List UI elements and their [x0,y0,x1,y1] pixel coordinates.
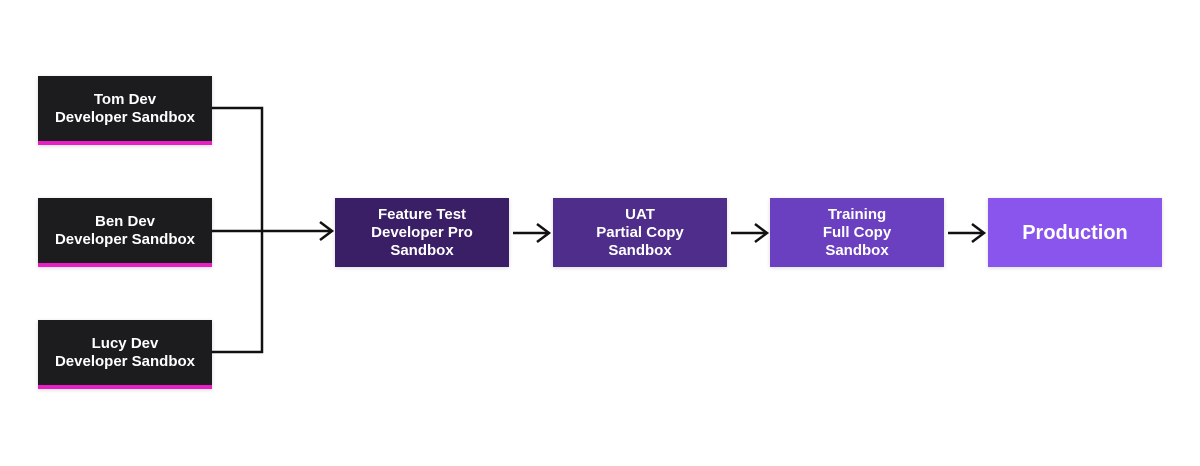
dev-sandbox-type: Developer Sandbox [54,230,196,248]
dev-name: Ben Dev [94,212,156,230]
stage-production: Production [988,198,1162,267]
dev-box-ben: Ben Dev Developer Sandbox [38,198,212,267]
arrowhead-training [754,223,770,243]
stage-sandbox-type: Partial Copy [596,223,684,241]
arrowhead-uat [536,223,552,243]
stage-sandbox-type: Developer Pro [371,223,473,241]
arrowhead-production [971,223,987,243]
stage-title: UAT [625,205,655,223]
dev-box-lucy: Lucy Dev Developer Sandbox [38,320,212,389]
dev-name: Lucy Dev [91,334,159,352]
stage-sandbox-label: Sandbox [825,241,889,259]
stage-training: Training Full Copy Sandbox [770,198,944,267]
stage-uat: UAT Partial Copy Sandbox [553,198,727,267]
stage-feature-test: Feature Test Developer Pro Sandbox [335,198,509,267]
stage-sandbox-type: Full Copy [822,223,892,241]
stage-sandbox-label: Sandbox [390,241,454,259]
arrowhead-feature [319,221,335,241]
stage-sandbox-label: Sandbox [608,241,672,259]
dev-box-tom: Tom Dev Developer Sandbox [38,76,212,145]
stage-title: Feature Test [377,205,467,223]
stage-title: Production [1022,221,1128,244]
dev-name: Tom Dev [93,90,157,108]
dev-sandbox-type: Developer Sandbox [54,352,196,370]
stage-title: Training [827,205,887,223]
dev-sandbox-type: Developer Sandbox [54,108,196,126]
